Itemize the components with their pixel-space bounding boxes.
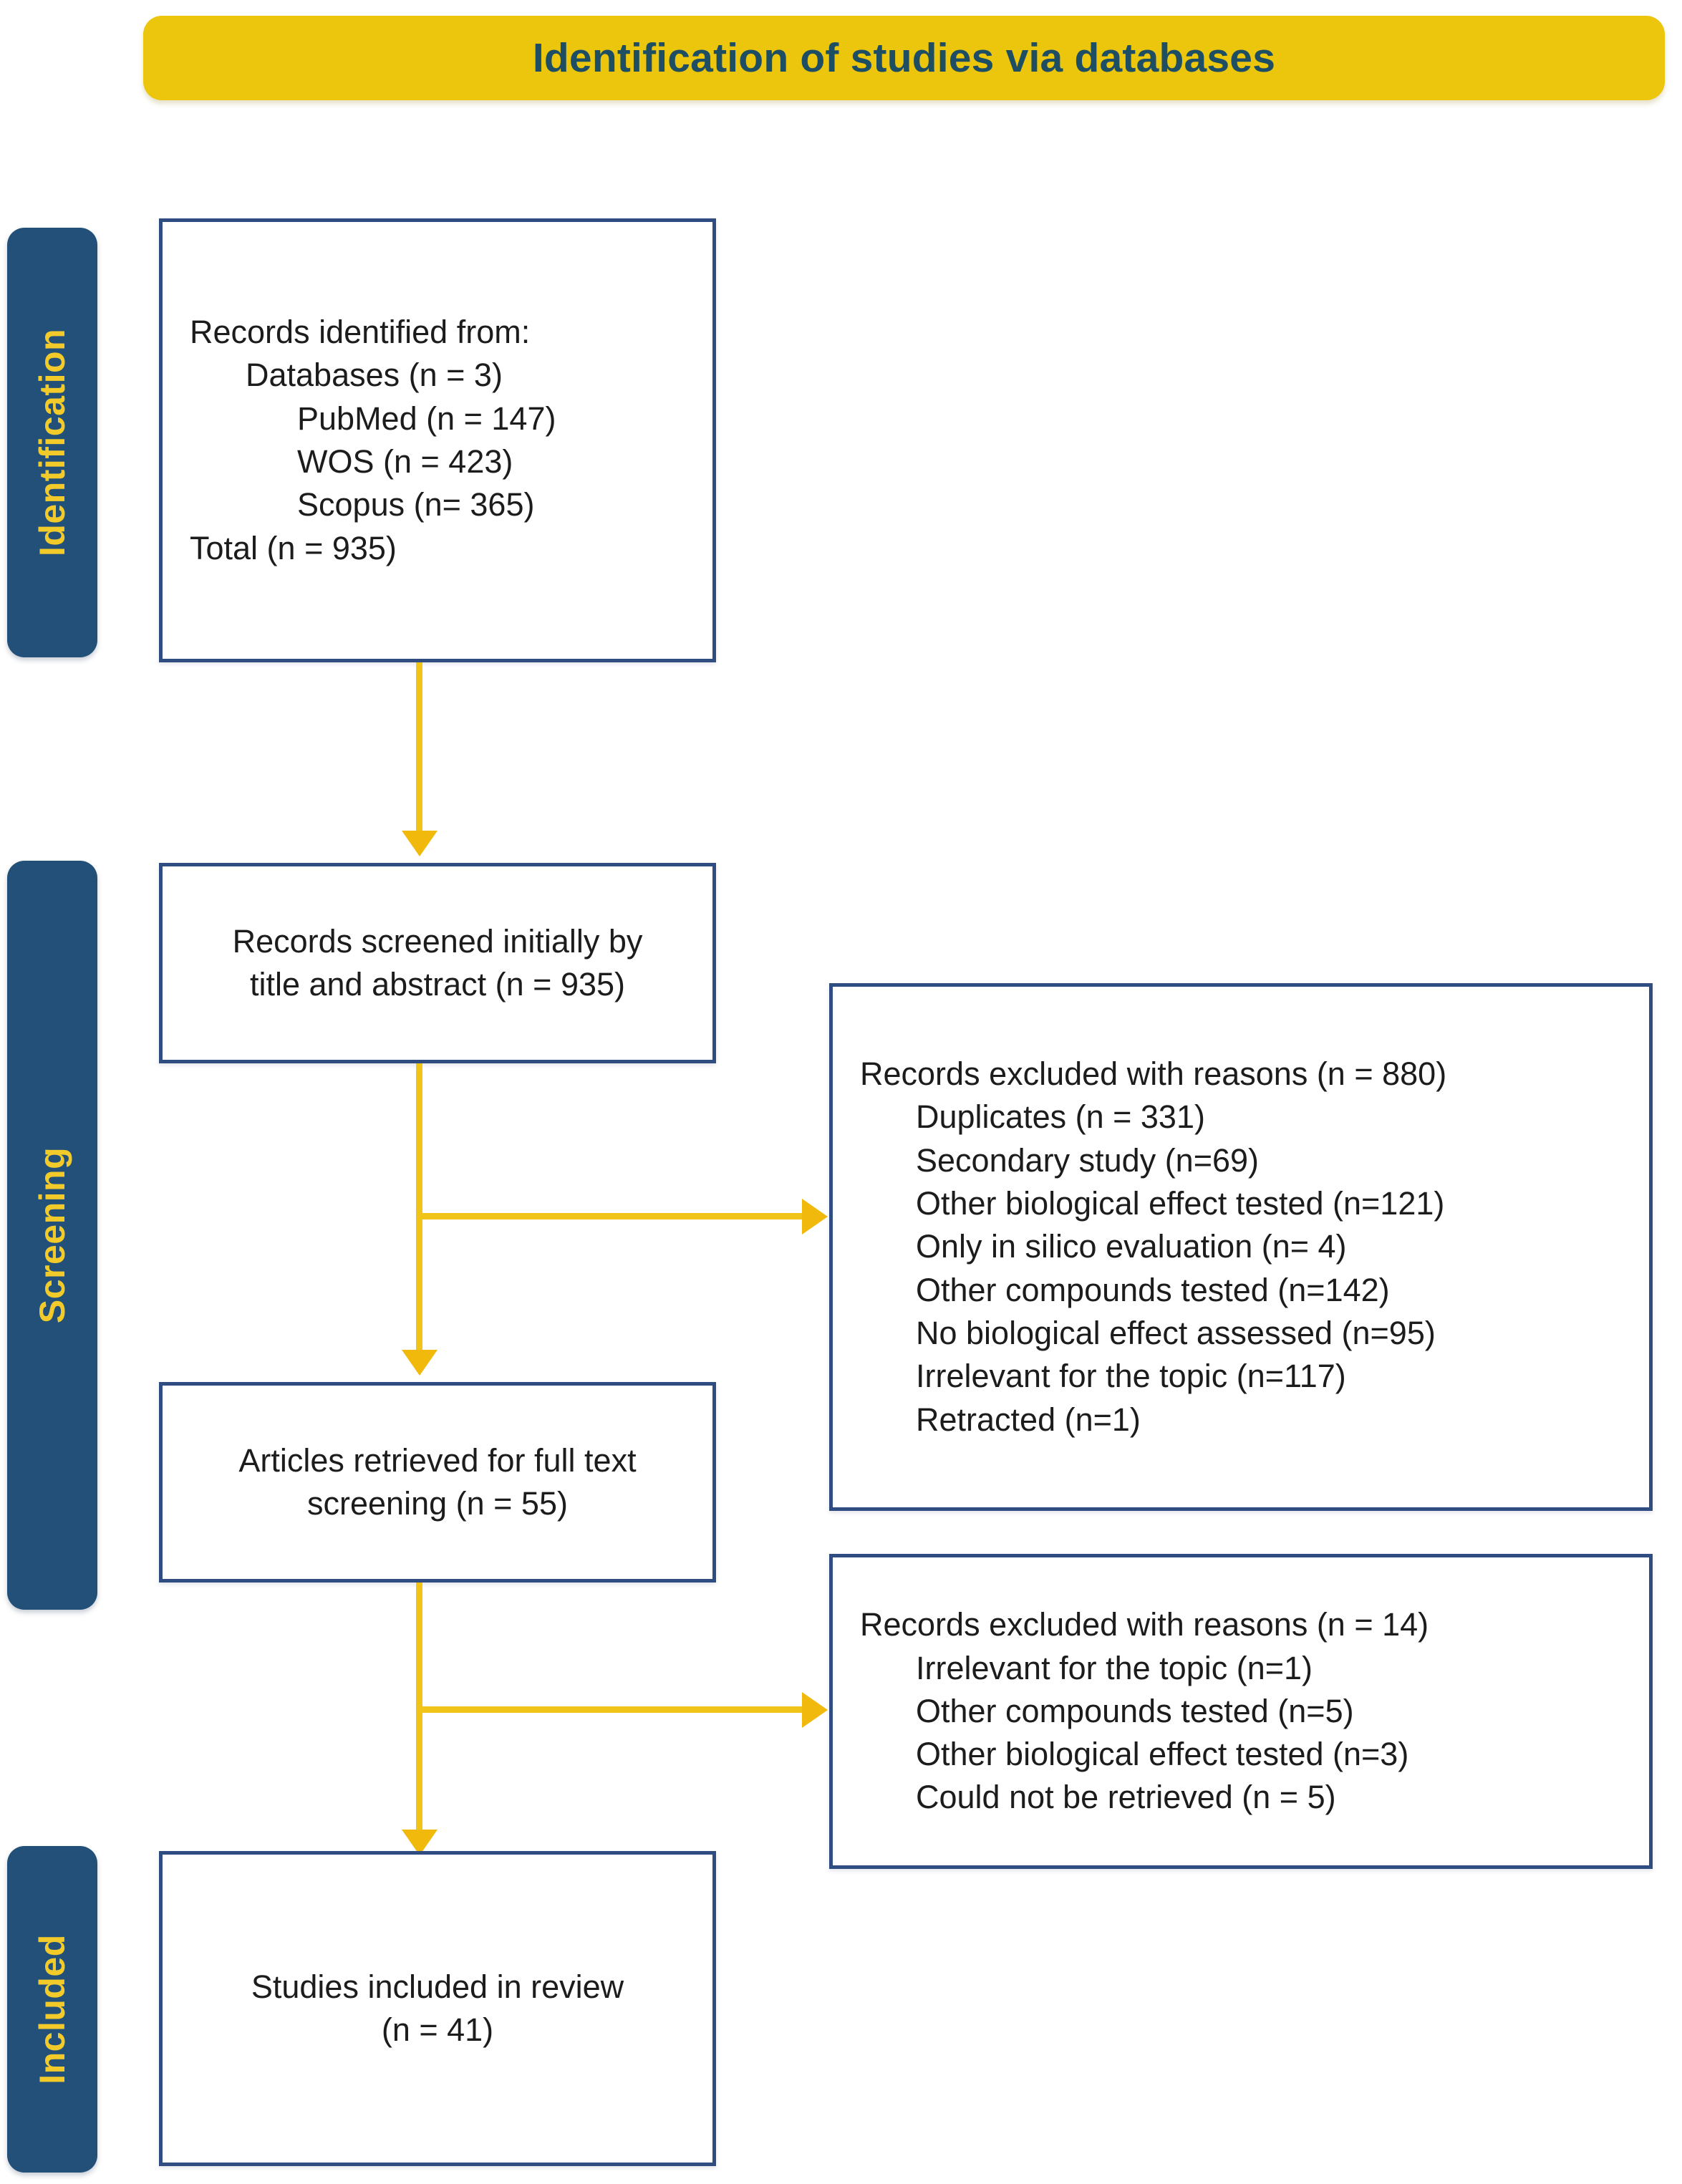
box-line: Total (n = 935) xyxy=(190,529,397,566)
box-records-identified: Records identified from: Databases (n = … xyxy=(159,218,716,662)
connector-screened-to-retrieved xyxy=(416,1063,422,1357)
box-line: Retracted (n=1) xyxy=(916,1401,1141,1438)
diagram-title-banner: Identification of studies via databases xyxy=(143,16,1665,100)
stage-bar-screening: Screening xyxy=(7,861,97,1610)
box-articles-retrieved: Articles retrieved for full text screeni… xyxy=(159,1382,716,1583)
connector-screened-to-excluded xyxy=(416,1213,806,1219)
box-line: Studies included in review xyxy=(251,1968,624,2005)
arrow-down-icon xyxy=(402,1350,438,1376)
box-line: WOS (n = 423) xyxy=(297,443,513,480)
stage-label-identification: Identification xyxy=(32,328,73,557)
page-title: Identification of studies via databases xyxy=(532,35,1276,81)
box-line: Other biological effect tested (n=3) xyxy=(916,1736,1409,1773)
arrow-right-icon xyxy=(802,1199,828,1234)
box-line: Other compounds tested (n=142) xyxy=(916,1271,1390,1308)
box-line: title and abstract (n = 935) xyxy=(249,966,626,1002)
arrow-down-icon xyxy=(402,831,438,856)
box-line: Records identified from: xyxy=(190,314,531,351)
box-line: (n = 41) xyxy=(381,2011,494,2048)
box-line: Could not be retrieved (n = 5) xyxy=(916,1779,1336,1816)
box-records-screened: Records screened initially by title and … xyxy=(159,863,716,1063)
box-line: Only in silico evaluation (n= 4) xyxy=(916,1228,1347,1265)
box-line: Databases (n = 3) xyxy=(246,357,503,394)
stage-label-included: Included xyxy=(32,1934,73,2084)
stage-bar-included: Included xyxy=(7,1846,97,2173)
box-line: Duplicates (n = 331) xyxy=(916,1098,1205,1136)
stage-label-screening: Screening xyxy=(32,1146,72,1324)
box-excluded-fulltext: Records excluded with reasons (n = 14) I… xyxy=(829,1554,1653,1869)
box-line: Records excluded with reasons (n = 14) xyxy=(860,1606,1429,1643)
box-line: Articles retrieved for full text xyxy=(238,1441,637,1479)
box-line: Irrelevant for the topic (n=117) xyxy=(916,1358,1346,1395)
box-line: No biological effect assessed (n=95) xyxy=(916,1314,1436,1351)
arrow-right-icon xyxy=(802,1692,828,1728)
box-line: Secondary study (n=69) xyxy=(916,1141,1260,1179)
box-line: PubMed (n = 147) xyxy=(297,400,556,437)
box-excluded-screening: Records excluded with reasons (n = 880) … xyxy=(829,983,1653,1511)
box-studies-included: Studies included in review (n = 41) xyxy=(159,1851,716,2166)
connector-identified-to-screened xyxy=(416,662,422,838)
box-line: Other biological effect tested (n=121) xyxy=(916,1185,1445,1222)
box-line: Other compounds tested (n=5) xyxy=(916,1692,1354,1729)
box-line: Records excluded with reasons (n = 880) xyxy=(860,1055,1447,1093)
box-line: Records screened initially by xyxy=(232,922,643,960)
box-line: screening (n = 55) xyxy=(307,1485,568,1522)
connector-retrieved-to-excluded xyxy=(416,1706,806,1713)
box-line: Irrelevant for the topic (n=1) xyxy=(916,1649,1313,1686)
box-line: Scopus (n= 365) xyxy=(297,486,535,523)
stage-bar-identification: Identification xyxy=(7,228,97,657)
